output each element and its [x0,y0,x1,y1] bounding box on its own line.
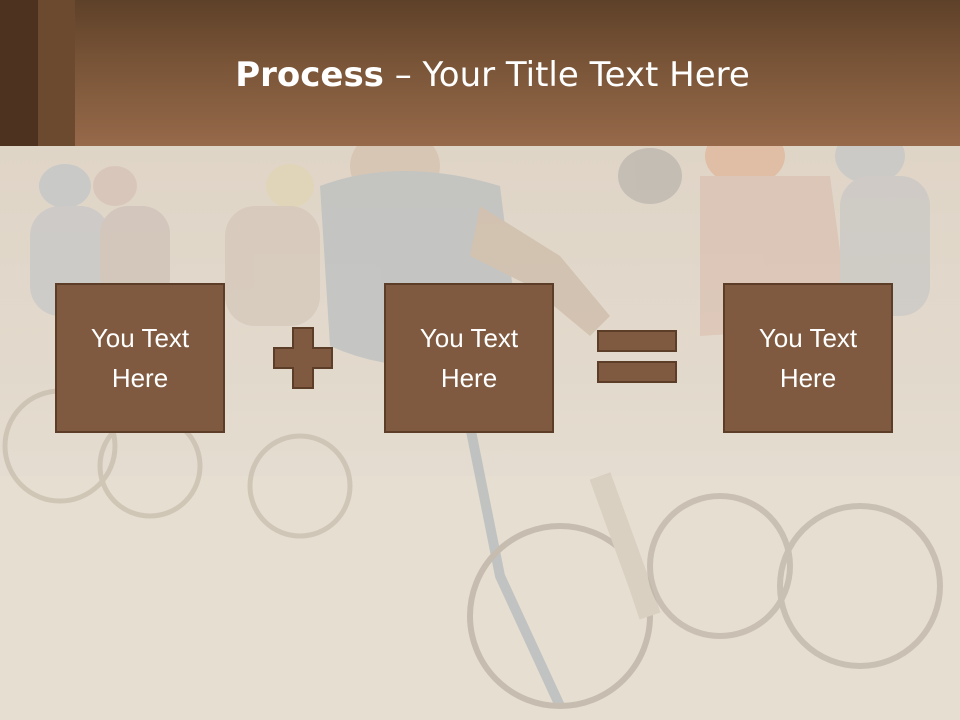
process-step-2[interactable]: You Text Here [384,283,554,433]
cyclists-background-photo [0,146,960,720]
cyclists-illustration [0,146,960,720]
slide-title: Process – Your Title Text Here [0,52,960,98]
decorative-strip-medium [38,0,75,146]
title-rest: – Your Title Text Here [383,55,750,95]
process-step-2-text: You Text Here [419,323,519,393]
process-result[interactable]: You Text Here [723,283,893,433]
title-bold: Process [235,55,384,95]
plus-icon [273,327,333,389]
process-step-1-text: You Text Here [90,323,190,393]
process-step-1[interactable]: You Text Here [55,283,225,433]
process-result-text: You Text Here [758,323,858,393]
decorative-strip-dark [0,0,38,146]
title-bar: Process – Your Title Text Here [0,0,960,146]
equals-icon [597,330,677,383]
